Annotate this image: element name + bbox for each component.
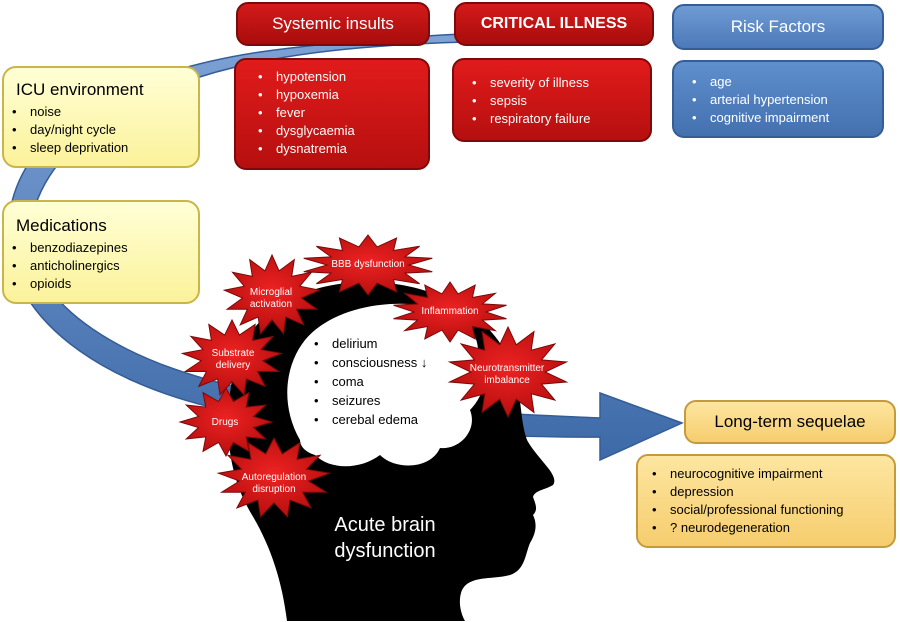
risk-factors-header: Risk Factors (672, 4, 884, 50)
inflammation-label: Inflammation (421, 306, 479, 317)
list-item: cognitive impairment (684, 109, 876, 127)
list-item: depression (644, 483, 888, 501)
critical-illness-box: severity of illness sepsis respiratory f… (452, 58, 652, 142)
long-term-sequelae-header: Long-term sequelae (684, 400, 896, 444)
risk-factors-title: Risk Factors (730, 17, 826, 36)
list-item: benzodiazepines (4, 239, 192, 257)
list-item: seizures (306, 391, 427, 410)
head-title-line1: Acute brain (334, 514, 436, 536)
list-item: severity of illness (464, 74, 644, 92)
systemic-insults-box: hypotension hypoxemia fever dysglycaemia… (234, 58, 430, 170)
acute-brain-dysfunction-title: Acute brain dysfunction (300, 512, 470, 564)
list-item: sleep deprivation (4, 139, 192, 157)
substrate-delivery-star (180, 318, 284, 397)
list-item: day/night cycle (4, 121, 192, 139)
list-item: hypoxemia (250, 86, 422, 104)
brain-dysfunction-list-area: delirium consciousness ↓ coma seizures c… (306, 334, 427, 429)
list-item: ? neurodegeneration (644, 519, 888, 537)
list-item: hypotension (250, 68, 422, 86)
long-term-sequelae-box: neurocognitive impairment depression soc… (636, 454, 896, 548)
neurotransmitter-imbalance-label: Neurotransmitter imbalance (469, 363, 545, 386)
critical-illness-header: CRITICAL ILLNESS (454, 2, 654, 46)
list-item: opioids (4, 275, 192, 293)
systemic-insults-list: hypotension hypoxemia fever dysglycaemia… (250, 68, 422, 158)
microglial-activation-label: Microglial activation (249, 287, 293, 310)
bbb-dysfunction-label: BBB dysfunction (331, 259, 405, 270)
inflammation-star (393, 281, 507, 343)
list-item: sepsis (464, 92, 644, 110)
drugs-star (178, 386, 274, 458)
icu-environment-box: ICU environment noise day/night cycle sl… (2, 66, 200, 168)
list-item: social/professional functioning (644, 501, 888, 519)
list-item: consciousness ↓ (306, 353, 427, 372)
brain-dysfunction-list: delirium consciousness ↓ coma seizures c… (306, 334, 427, 429)
microglial-activation-star (222, 253, 322, 336)
list-item: fever (250, 104, 422, 122)
list-item: arterial hypertension (684, 91, 876, 109)
list-item: respiratory failure (464, 110, 644, 128)
bbb-dysfunction-star (303, 234, 433, 296)
list-item: dysnatremia (250, 140, 422, 158)
systemic-insults-title: Systemic insults (272, 14, 394, 33)
autoregulation-disruption-star (216, 436, 332, 518)
list-item: noise (4, 103, 192, 121)
long-term-sequelae-title: Long-term sequelae (714, 412, 866, 431)
risk-factors-box: age arterial hypertension cognitive impa… (672, 60, 884, 138)
list-item: dysglycaemia (250, 122, 422, 140)
autoregulation-disruption-label: Autoregulation disruption (241, 472, 307, 495)
systemic-insults-header: Systemic insults (236, 2, 430, 46)
substrate-delivery-label: Substrate delivery (211, 348, 255, 371)
list-item: age (684, 73, 876, 91)
medications-box: Medications benzodiazepines anticholiner… (2, 200, 200, 304)
list-item: coma (306, 372, 427, 391)
drugs-label: Drugs (211, 417, 239, 428)
list-item: anticholinergics (4, 257, 192, 275)
icu-environment-list: noise day/night cycle sleep deprivation (4, 103, 192, 157)
long-term-sequelae-list: neurocognitive impairment depression soc… (644, 465, 888, 537)
critical-illness-title: CRITICAL ILLNESS (480, 15, 628, 32)
list-item: delirium (306, 334, 427, 353)
medications-title: Medications (16, 216, 107, 235)
icu-environment-title: ICU environment (16, 80, 144, 99)
neurotransmitter-imbalance-star (447, 325, 569, 419)
critical-illness-list: severity of illness sepsis respiratory f… (464, 74, 644, 128)
medications-list: benzodiazepines anticholinergics opioids (4, 239, 192, 293)
list-item: neurocognitive impairment (644, 465, 888, 483)
risk-factors-list: age arterial hypertension cognitive impa… (684, 73, 876, 127)
head-title-line2: dysfunction (334, 540, 436, 562)
list-item: cerebal edema (306, 410, 427, 429)
